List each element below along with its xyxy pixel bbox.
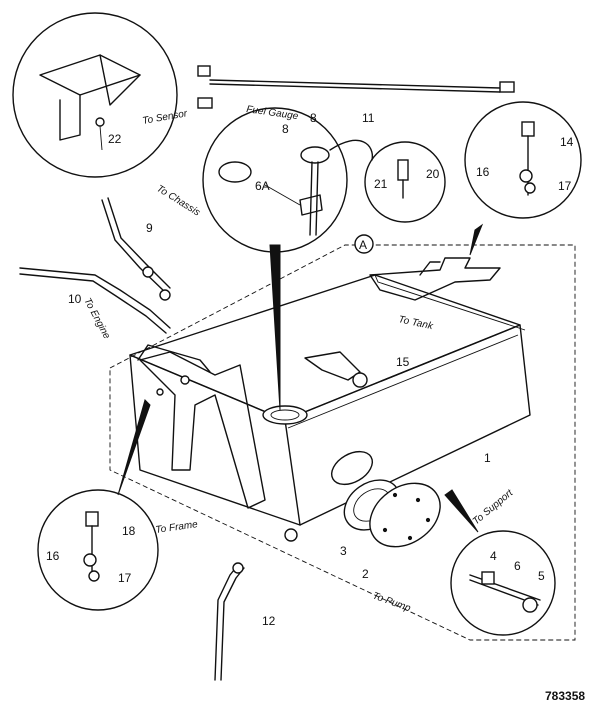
callout-6a: 6A <box>255 179 270 193</box>
drawing-id: 783358 <box>545 689 585 703</box>
callout-16b: 16 <box>46 549 60 563</box>
callout-9: 9 <box>146 221 153 235</box>
callout-6: 6 <box>514 559 521 573</box>
return-line <box>197 65 515 109</box>
callout-5: 5 <box>538 569 545 583</box>
callout-20: 20 <box>426 167 440 181</box>
callout-4: 4 <box>490 549 497 563</box>
fuel-tank <box>129 274 531 526</box>
sender-gasket-and-plate <box>343 479 441 548</box>
callout-16a: 16 <box>476 165 490 179</box>
note-to-chassis: To Chassis <box>154 183 201 218</box>
callout-21: 21 <box>374 177 388 191</box>
callout-15: 15 <box>396 355 410 369</box>
detail-bolt-lower <box>37 489 159 611</box>
fuel-hoses <box>19 197 298 681</box>
callout-12: 12 <box>262 614 276 628</box>
callout-18a: 18 <box>122 524 136 538</box>
callout-2: 2 <box>362 567 369 581</box>
detail-leaders <box>117 139 484 533</box>
note-to-engine: To Engine <box>81 296 112 341</box>
callout-11: 11 <box>362 111 375 125</box>
callout-1: 1 <box>484 451 491 465</box>
note-to-tank: To Tank <box>397 314 434 332</box>
callout-3: 3 <box>340 544 347 558</box>
callout-22: 22 <box>108 132 122 146</box>
callout-8: 8 <box>282 122 289 136</box>
hose-clamp <box>304 351 368 388</box>
detail-bolt-upper <box>464 101 582 219</box>
callout-17a: 17 <box>558 179 572 193</box>
callout-17b: 17 <box>118 571 132 585</box>
note-to-support: To Support <box>471 487 516 527</box>
phantom-frame-outline <box>109 244 576 641</box>
detail-screw-20-21 <box>364 141 446 223</box>
note-to-frame: To Frame <box>155 519 199 536</box>
tank-top-bracket <box>369 257 501 301</box>
detail-fuel-sender <box>202 107 348 253</box>
note-to-pump: To Pump <box>371 590 412 614</box>
callout-8b: 8 <box>310 111 317 125</box>
tank-support-bracket <box>137 344 266 509</box>
callout-14: 14 <box>560 135 574 149</box>
detail-bracket-22 <box>12 12 178 178</box>
callout-10: 10 <box>68 292 82 306</box>
detail-screw-4-5-6 <box>450 530 556 636</box>
callout-a: A <box>359 238 367 252</box>
callout-labels: 1 2 3 4 5 6 6A 8 8 9 10 11 12 14 15 16 1… <box>46 111 574 628</box>
